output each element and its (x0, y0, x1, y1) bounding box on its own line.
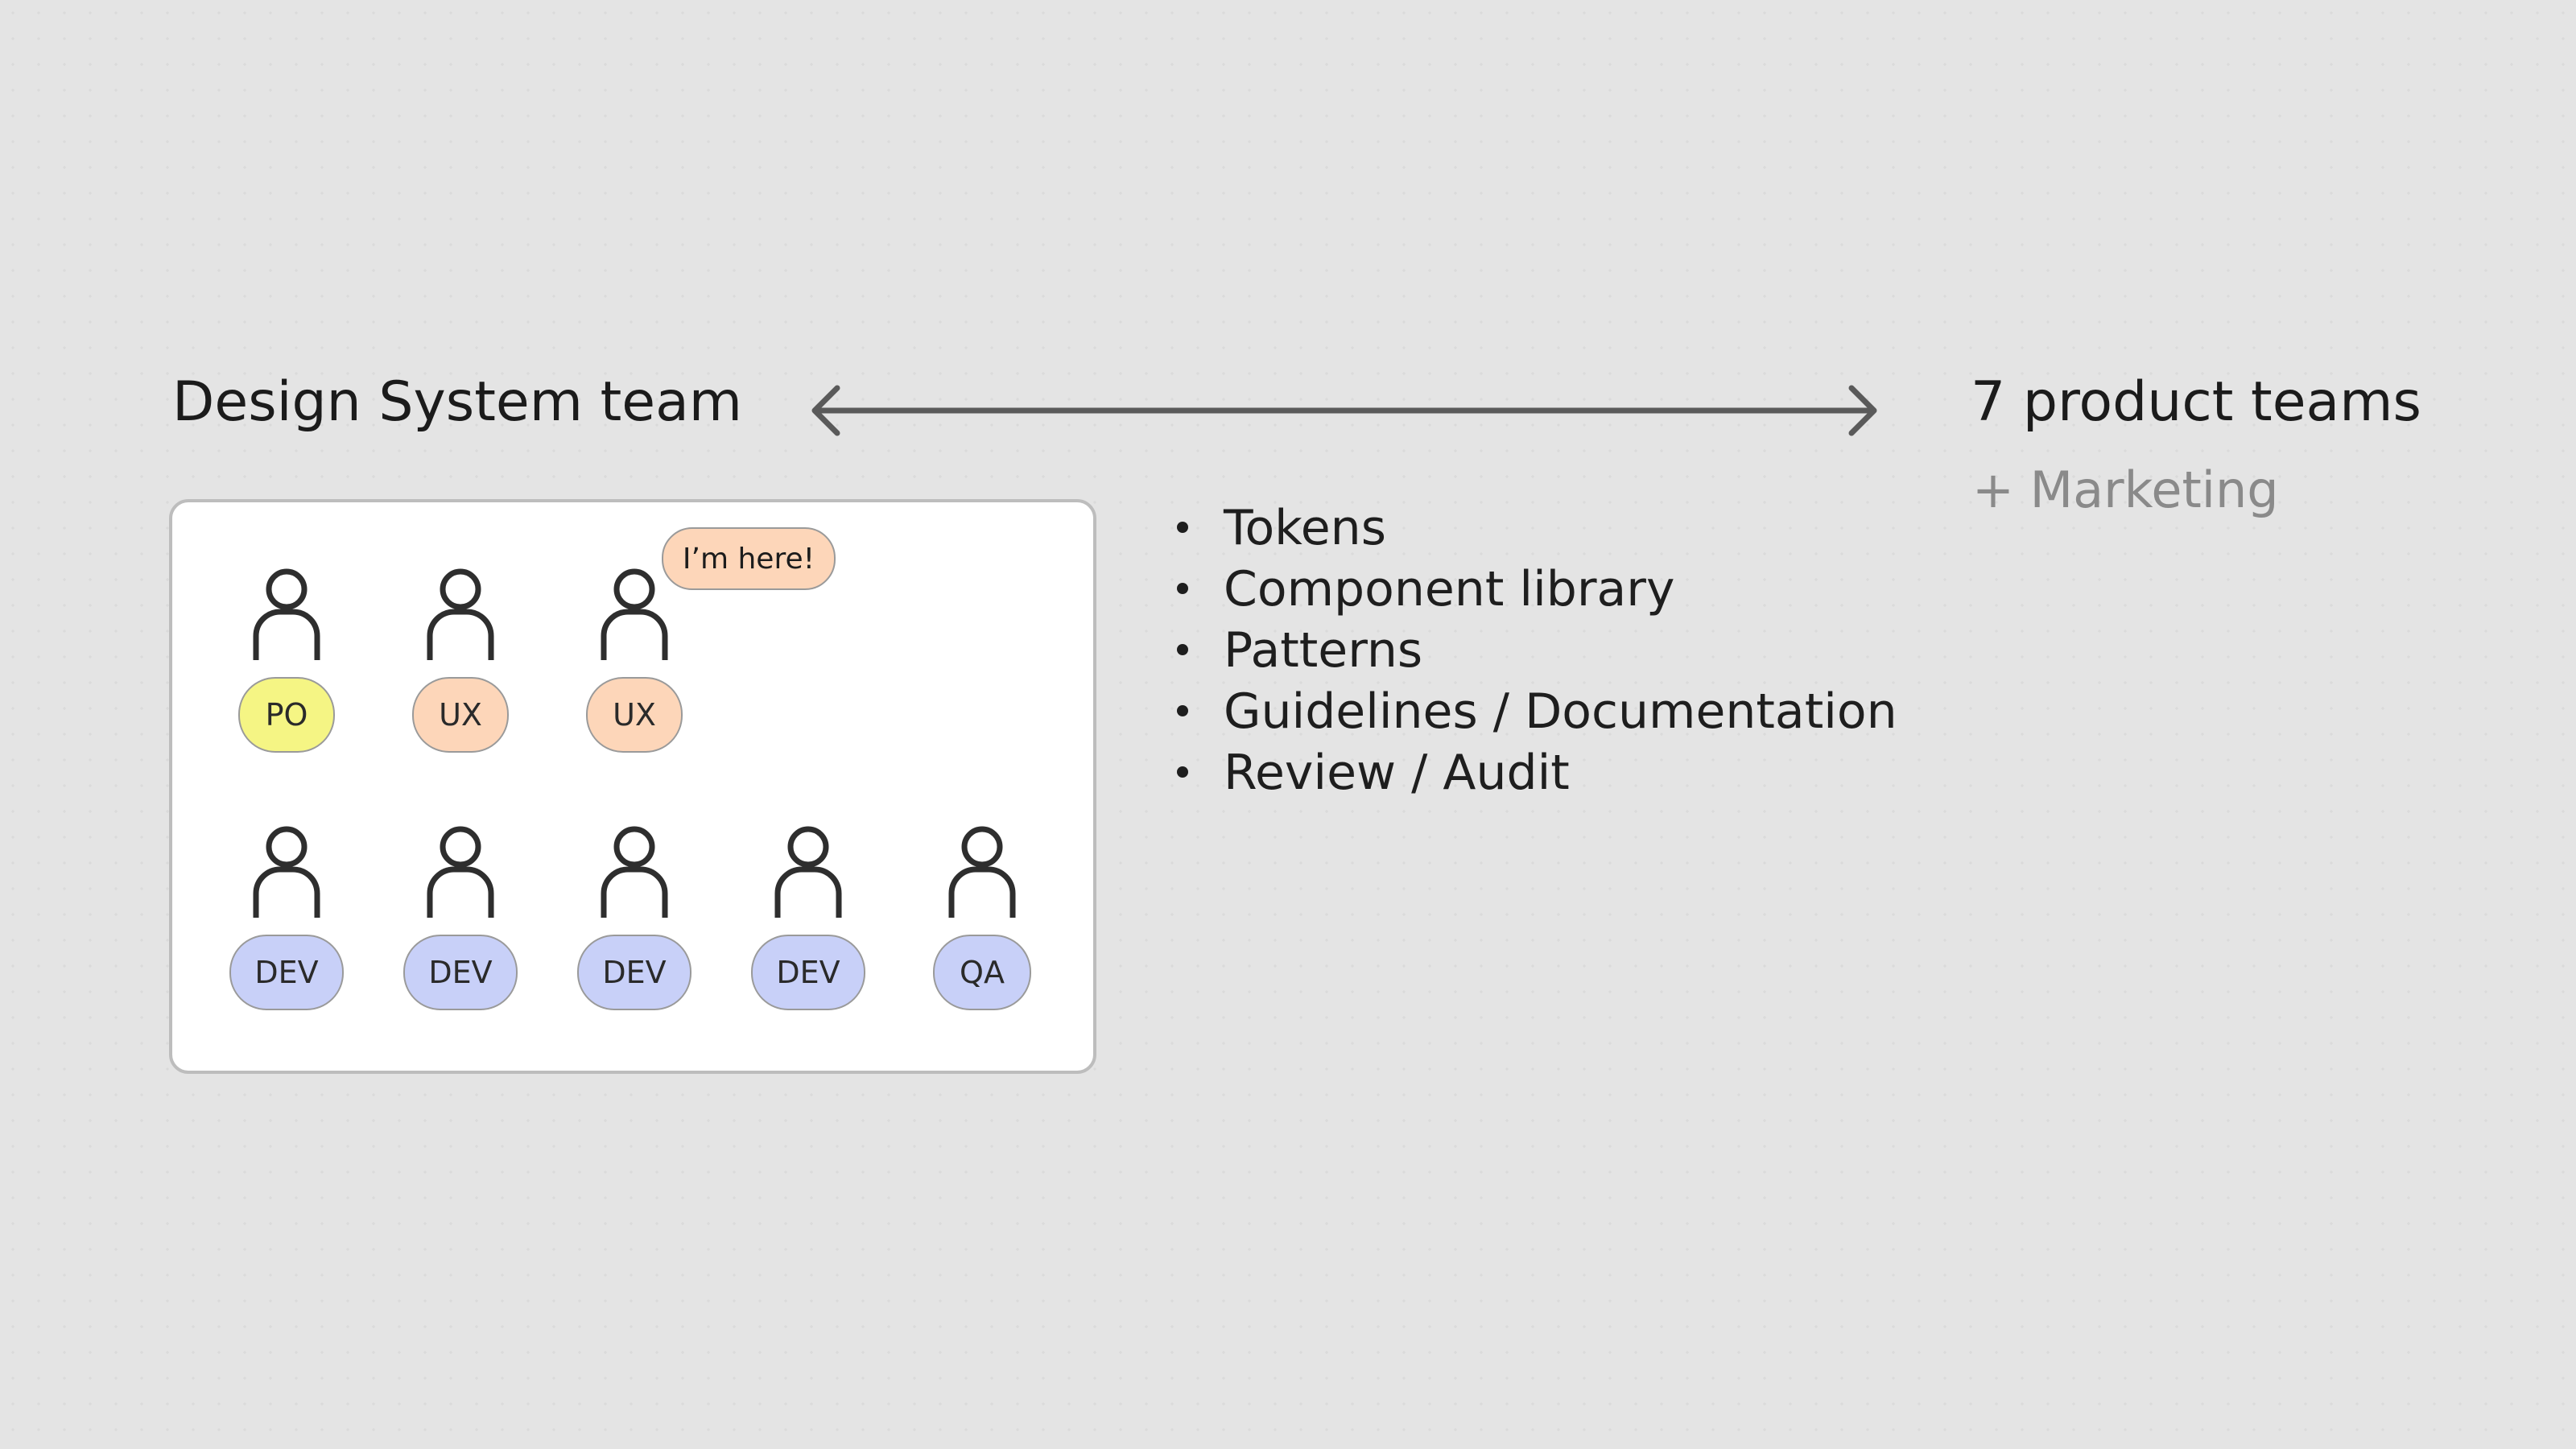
team-member-qa: QA (918, 826, 1046, 1027)
team-member-dev-2: DEV (396, 826, 525, 1027)
list-item-label: Review / Audit (1224, 745, 1570, 801)
list-item: Guidelines / Documentation (1177, 681, 1897, 742)
list-item-label: Tokens (1224, 500, 1386, 556)
role-badge-dev: DEV (229, 935, 344, 1010)
team-member-ux-2: UX (570, 568, 699, 770)
list-item: Patterns (1177, 620, 1897, 681)
product-teams-title: 7 product teams (1971, 370, 2421, 434)
scope-list: Tokens Component library Patterns Guidel… (1177, 497, 1897, 803)
bullet-icon (1177, 644, 1188, 655)
person-icon (427, 568, 494, 660)
team-member-dev-1: DEV (222, 826, 351, 1027)
bidirectional-arrow-icon (811, 385, 1877, 436)
list-item: Tokens (1177, 497, 1897, 559)
person-icon (948, 826, 1016, 918)
role-badge-dev: DEV (577, 935, 691, 1010)
team-member-ux: UX (396, 568, 525, 770)
person-icon (601, 826, 668, 918)
team-member-po: PO (222, 568, 351, 770)
bullet-icon (1177, 583, 1188, 594)
speech-bubble: I’m here! (662, 527, 836, 590)
person-icon (427, 826, 494, 918)
design-system-team-title: Design System team (172, 370, 742, 434)
person-icon (253, 826, 320, 918)
role-badge-po: PO (238, 677, 335, 753)
team-member-dev-4: DEV (744, 826, 873, 1027)
role-badge-qa: QA (933, 935, 1031, 1010)
role-badge-ux: UX (412, 677, 509, 753)
list-item-label: Component library (1224, 561, 1675, 617)
role-badge-ux: UX (586, 677, 683, 753)
list-item-label: Guidelines / Documentation (1224, 683, 1897, 740)
person-icon (253, 568, 320, 660)
list-item-label: Patterns (1224, 622, 1423, 679)
role-badge-dev: DEV (751, 935, 865, 1010)
person-icon (601, 568, 668, 660)
list-item: Component library (1177, 559, 1897, 620)
person-icon (774, 826, 842, 918)
marketing-subtitle: + Marketing (1972, 460, 2279, 519)
list-item: Review / Audit (1177, 742, 1897, 803)
team-member-dev-3: DEV (570, 826, 699, 1027)
bullet-icon (1177, 705, 1188, 716)
bullet-icon (1177, 522, 1188, 533)
design-system-team-card: PO UX UX DEV DEV DEV (169, 499, 1096, 1074)
role-badge-dev: DEV (403, 935, 518, 1010)
bullet-icon (1177, 766, 1188, 778)
